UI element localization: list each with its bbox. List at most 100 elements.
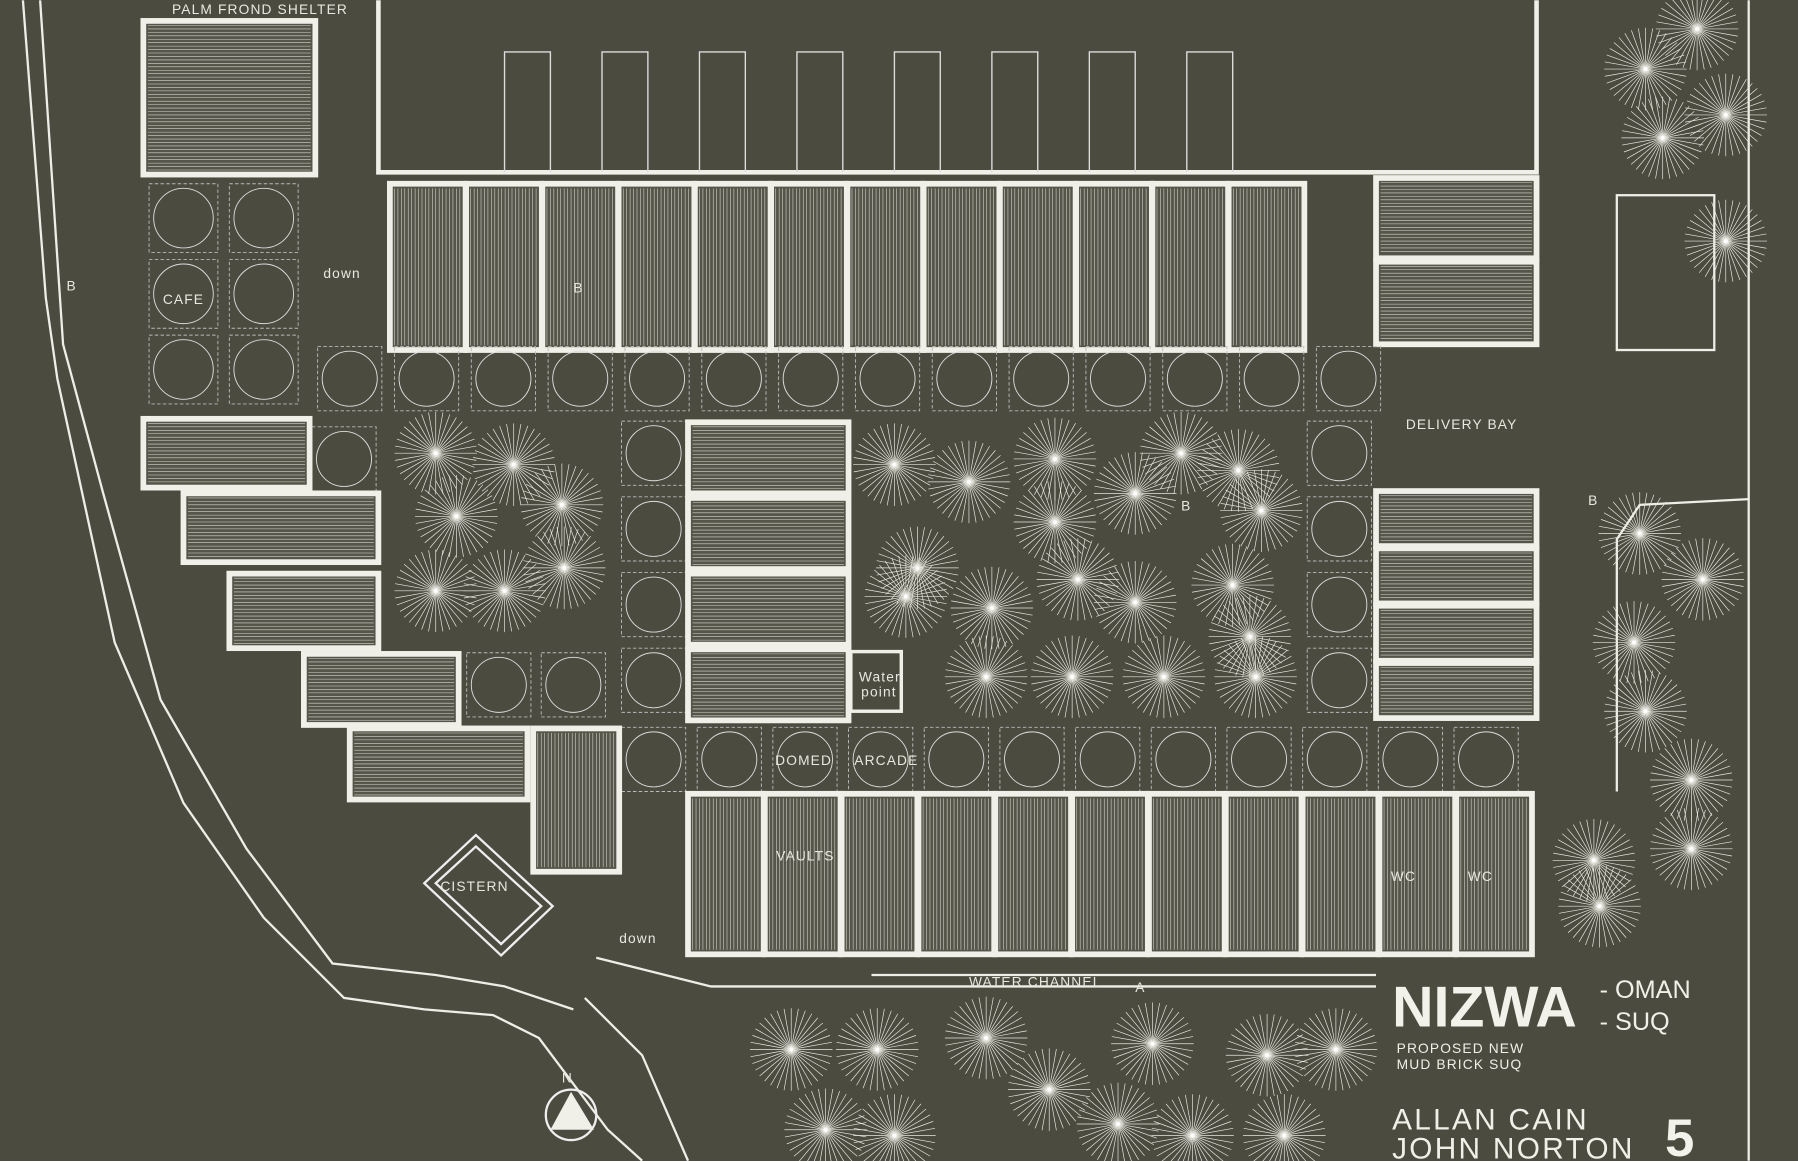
tree-frond [477, 464, 514, 486]
tree [1592, 601, 1676, 684]
tree-frond [1658, 14, 1698, 30]
tree-frond [894, 1094, 902, 1136]
tree-frond [483, 554, 505, 591]
tree-center [1052, 519, 1058, 525]
tree-frond [1034, 423, 1056, 460]
tree [1197, 429, 1280, 512]
tree-frond [971, 1037, 987, 1077]
tree-frond [1623, 137, 1663, 153]
tree-frond [1691, 812, 1713, 849]
dome [625, 500, 682, 557]
tree-frond [1284, 1135, 1325, 1144]
dome-bay [1162, 346, 1228, 412]
tree-frond [1014, 514, 1056, 523]
tree-frond [1054, 514, 1096, 523]
tree-frond [1245, 1121, 1285, 1136]
tree [1552, 819, 1636, 902]
tree-frond [1593, 859, 1633, 875]
tree-frond [873, 428, 895, 465]
tree [1684, 199, 1768, 283]
tree-frond [435, 480, 457, 517]
tree-frond [403, 590, 436, 618]
tree-frond [1213, 636, 1251, 658]
tree-frond [1607, 610, 1635, 643]
tree-frond [1599, 906, 1608, 947]
tree-frond [1142, 640, 1165, 677]
tree-frond [1082, 1103, 1119, 1125]
tree-frond [1664, 748, 1692, 781]
tree-frond [1645, 672, 1660, 712]
tree-frond [1077, 1123, 1119, 1132]
tree-frond [399, 432, 436, 454]
tree-frond [504, 551, 519, 591]
tree-frond [1637, 711, 1646, 752]
tree-frond [456, 508, 498, 517]
vault-hatching [922, 798, 989, 950]
tree-frond [1255, 676, 1295, 692]
tree-frond [1691, 848, 1699, 890]
vault-hatching [692, 653, 844, 717]
tree-frond [415, 508, 457, 517]
tree-frond [838, 1035, 878, 1050]
tree-frond [1593, 839, 1630, 861]
tree-frond [561, 483, 598, 506]
tree-frond [1689, 94, 1726, 116]
tree-frond [1071, 640, 1094, 677]
tree-center [1132, 490, 1138, 496]
tree-frond [790, 1049, 813, 1086]
dome [1243, 350, 1300, 407]
tree-frond [1077, 1116, 1119, 1125]
tree-frond [1725, 240, 1741, 280]
tree-frond [1238, 470, 1253, 510]
tree-frond [1238, 434, 1260, 471]
dome-bay [624, 346, 690, 412]
tree-frond [1211, 470, 1239, 503]
tree-frond [1241, 637, 1256, 677]
tree-frond [1028, 427, 1056, 460]
tree-frond [1023, 521, 1056, 549]
tree-frond [1071, 676, 1109, 698]
tree-frond [395, 590, 436, 599]
tree-frond [1645, 684, 1678, 712]
tree-frond [838, 1049, 878, 1064]
tree-frond [1554, 845, 1595, 861]
tree-frond [1163, 640, 1185, 677]
tree-frond [1187, 1135, 1193, 1161]
tree-frond [1664, 779, 1692, 812]
tree-frond [1639, 533, 1661, 570]
tree [864, 555, 948, 638]
tree-frond [1593, 821, 1609, 861]
tree-frond [456, 489, 489, 517]
tree-frond [991, 607, 1013, 644]
dome-bay [621, 420, 687, 486]
tree-frond [1263, 1099, 1285, 1136]
tree-frond [1600, 533, 1640, 548]
tree-frond [556, 527, 565, 568]
dome-bay [466, 652, 532, 718]
tree-frond [1599, 525, 1640, 534]
tree-frond [1691, 753, 1724, 781]
tree-frond [1185, 1094, 1193, 1136]
tree-frond [853, 457, 895, 466]
tree-frond [1321, 1049, 1337, 1089]
tree-frond [1659, 753, 1692, 781]
tree-frond [968, 481, 1001, 509]
tree-frond [1606, 696, 1646, 712]
tree-frond [1612, 501, 1641, 534]
tree-frond [1578, 905, 1600, 943]
tree-frond [1658, 28, 1698, 44]
tree-frond [1284, 1135, 1324, 1150]
tree-frond [954, 481, 970, 521]
tree-frond [1070, 538, 1079, 580]
vault-hatching [1230, 798, 1297, 950]
tree-frond [1077, 579, 1105, 612]
tree-frond [1645, 710, 1687, 719]
tree-frond [1595, 642, 1635, 657]
tree-frond [945, 669, 987, 678]
tree-frond [1725, 241, 1734, 282]
tree-frond [1040, 521, 1056, 561]
tree-frond [898, 596, 907, 638]
tree-frond [1655, 848, 1692, 870]
tree-center [433, 588, 439, 594]
tree-frond [1579, 860, 1595, 900]
